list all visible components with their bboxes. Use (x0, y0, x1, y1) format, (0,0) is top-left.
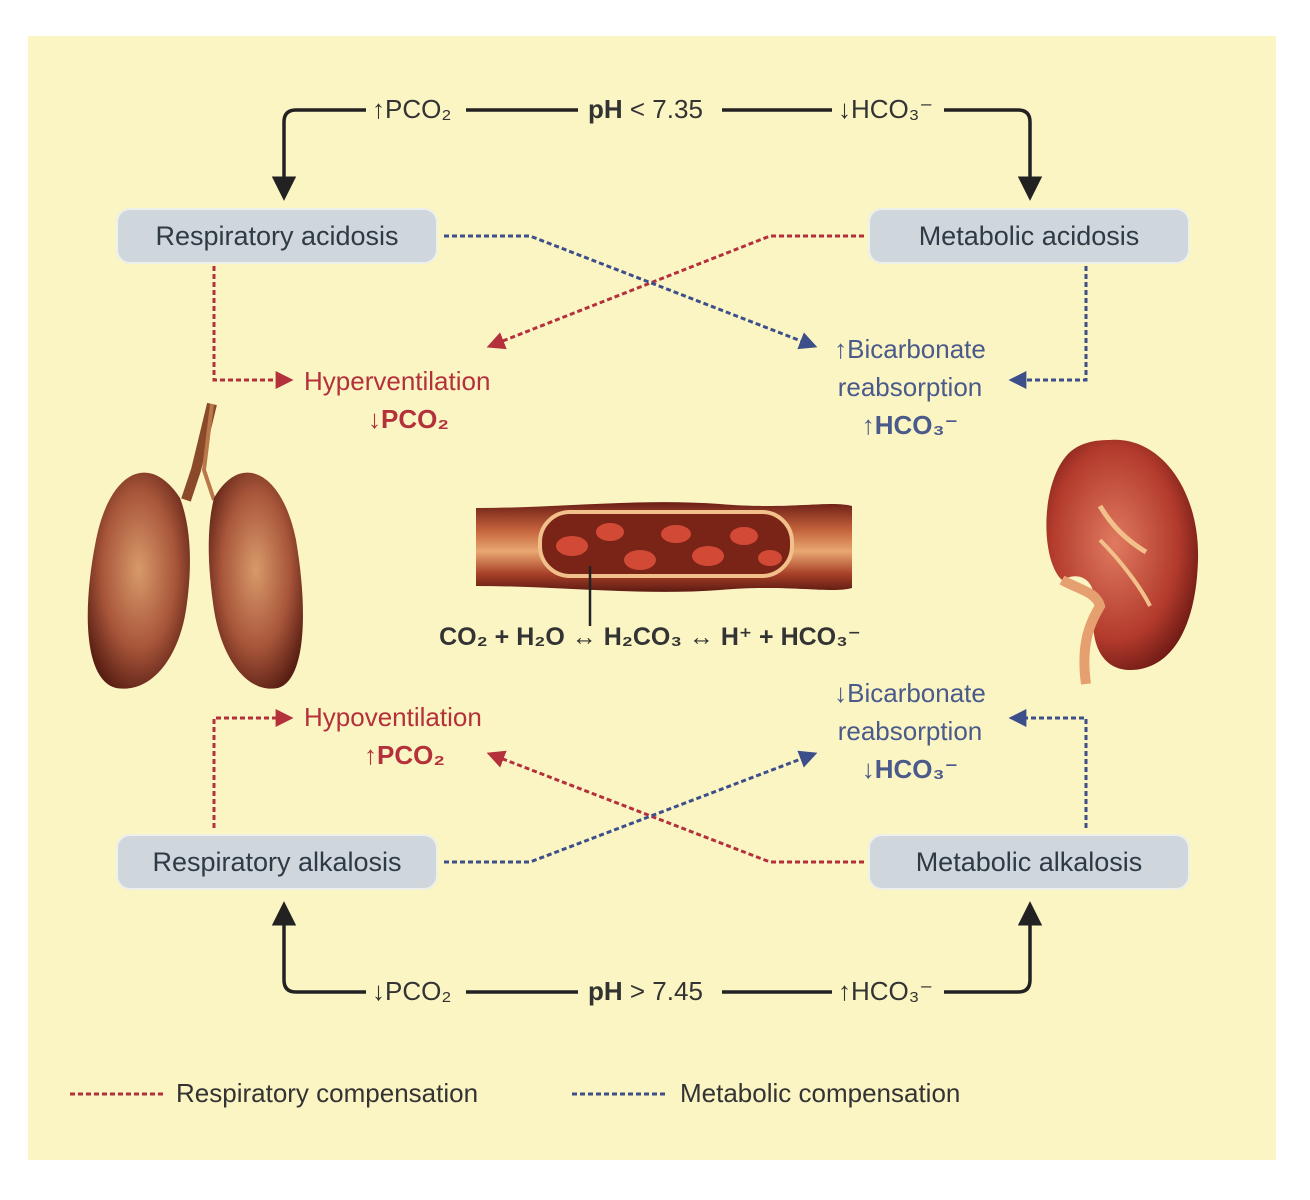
legend-respiratory-label: Respiratory compensation (176, 1078, 479, 1108)
legend-metabolic-label: Metabolic compensation (680, 1078, 961, 1108)
kidney-illustration (1046, 439, 1199, 685)
bottom-ph-bar (271, 901, 1043, 994)
top-ph-value: < 7.35 (622, 94, 703, 124)
hypoventilation-label: Hypoventilation (304, 702, 482, 732)
lungs-illustration (87, 402, 303, 689)
bicarb-down-line2: reabsorption (837, 716, 983, 746)
bicarb-down-line1: ↓Bicarbonate (834, 678, 986, 708)
hyperventilation-label: Hyperventilation (304, 366, 491, 396)
bottom-hco3-label: ↑HCO₃⁻ (838, 976, 934, 1006)
bicarb-up-line3: ↑HCO₃⁻ (861, 410, 959, 440)
bottom-ph-bold: pH (588, 976, 623, 1006)
blood-vessel-illustration (476, 502, 852, 626)
bottom-ph-value: > 7.45 (622, 976, 703, 1006)
bicarb-down-line3: ↓HCO₃⁻ (861, 754, 959, 784)
bottom-ph-label: pH > 7.45 (588, 976, 703, 1007)
bicarb-up-line2: reabsorption (837, 372, 983, 402)
bottom-pco2-label: ↓PCO₂ (372, 976, 452, 1006)
respiratory-alkalosis-box: Respiratory alkalosis (116, 834, 438, 890)
top-ph-label: pH < 7.35 (588, 94, 703, 125)
metabolic-arrows (444, 234, 1088, 864)
top-ph-bar (271, 108, 1043, 201)
carbonic-acid-equation: CO₂ + H₂O ↔ H₂CO₃ ↔ H⁺ + HCO₃⁻ (439, 623, 861, 651)
respiratory-acidosis-box: Respiratory acidosis (116, 208, 438, 264)
top-ph-bold: pH (588, 94, 623, 124)
hyperventilation-pco2: ↓PCO₂ (368, 404, 449, 434)
top-hco3-label: ↓HCO₃⁻ (838, 94, 934, 124)
top-pco2-label: ↑PCO₂ (372, 94, 452, 124)
metabolic-alkalosis-box: Metabolic alkalosis (868, 834, 1190, 890)
hypoventilation-pco2: ↑PCO₂ (364, 740, 445, 770)
respiratory-arrows (212, 234, 864, 864)
bicarb-up-line1: ↑Bicarbonate (834, 334, 986, 364)
metabolic-acidosis-box: Metabolic acidosis (868, 208, 1190, 264)
